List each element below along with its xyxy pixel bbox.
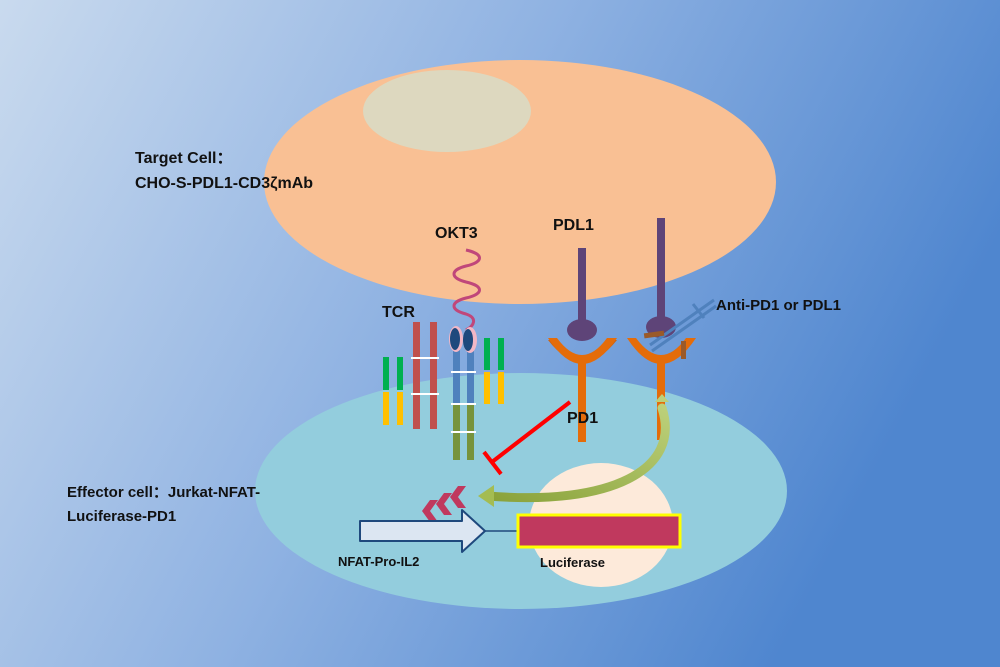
effector-cell-name: Luciferase-PD1 <box>67 508 176 525</box>
nfat-promoter-label: NFAT-Pro-IL2 <box>338 554 419 569</box>
effector-cell-label: Effector cell：Jurkat-NFAT- <box>67 484 260 501</box>
tcr-complex <box>383 322 504 460</box>
nfat-promoter-arrow <box>359 509 518 553</box>
pdl1-label: PDL1 <box>553 217 594 234</box>
luciferase-label: Luciferase <box>540 555 605 570</box>
okt3-antibody <box>452 248 481 332</box>
okt3-label: OKT3 <box>435 225 478 242</box>
anti-pd1-label: Anti-PD1 or PDL1 <box>716 297 841 314</box>
pdl1-ligand-left <box>567 248 597 341</box>
signal-chevrons <box>422 486 466 522</box>
target-cell-label: Target Cell： <box>135 150 233 167</box>
pd1-receptor-left <box>548 338 617 442</box>
tcr-label: TCR <box>382 304 415 321</box>
anti-pd1-antibody <box>643 298 717 359</box>
curved-signal-arrow <box>478 394 670 507</box>
effector-cell <box>255 373 787 609</box>
target-cell-nucleus <box>363 70 531 152</box>
luciferase-gene-bar <box>516 513 682 549</box>
target-cell-name: CHO-S-PDL1-CD3ζmAb <box>135 175 313 192</box>
pd1-label: PD1 <box>567 410 598 427</box>
inhibition-arrow <box>482 400 572 476</box>
